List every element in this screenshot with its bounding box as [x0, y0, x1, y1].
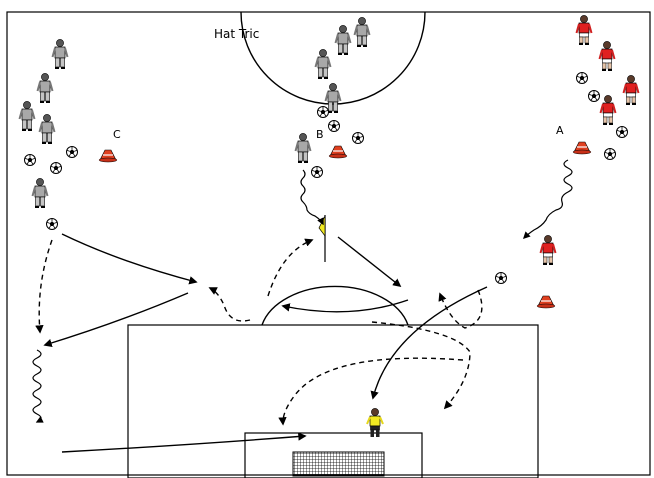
run-arrow	[438, 289, 483, 329]
player-icon	[622, 74, 640, 105]
player-icon	[38, 113, 56, 144]
goal-net-icon	[292, 451, 385, 477]
player-icon	[314, 48, 332, 79]
goal-area	[244, 432, 423, 478]
player-icon	[31, 177, 49, 208]
run-arrow	[371, 321, 471, 410]
goalkeeper	[366, 408, 384, 437]
pass-arrow	[43, 292, 189, 348]
player-icon	[18, 100, 36, 131]
player-icon	[36, 72, 54, 103]
soccer-ball-icon	[495, 272, 507, 284]
player-icon	[599, 94, 617, 125]
penalty-area	[127, 324, 539, 478]
player-icon	[294, 132, 312, 163]
cone-icon	[572, 141, 592, 155]
run-arrow	[267, 238, 314, 297]
station-label-b: B	[316, 128, 324, 141]
soccer-ball-icon	[311, 166, 323, 178]
pass-arrow	[337, 236, 402, 288]
player-icon	[353, 16, 371, 47]
soccer-ball-icon	[46, 218, 58, 230]
soccer-ball-icon	[24, 154, 36, 166]
dribble-line	[522, 159, 573, 240]
player-icon	[334, 24, 352, 55]
run-arrow	[35, 239, 53, 334]
pass-arrow	[61, 233, 198, 285]
player-icon	[51, 38, 69, 69]
pass-arrow	[370, 286, 488, 400]
player-icon	[324, 82, 342, 113]
soccer-ball-icon	[588, 90, 600, 102]
soccer-ball-icon	[50, 162, 62, 174]
dribble-line	[32, 349, 44, 423]
cone-icon	[328, 145, 348, 159]
pitch-boundary	[6, 11, 651, 476]
shot-arrow	[61, 432, 307, 453]
player-icon	[598, 40, 616, 71]
station-label-a: A	[556, 124, 564, 137]
cone-icon	[98, 149, 118, 163]
pass-arrow	[281, 299, 409, 313]
player-icon	[539, 234, 557, 265]
drill-title: Hat Tric	[214, 27, 259, 41]
soccer-ball-icon	[604, 148, 616, 160]
soccer-ball-icon	[616, 126, 628, 138]
run-arrow	[208, 287, 251, 322]
soccer-ball-icon	[576, 72, 588, 84]
penalty-arc	[261, 285, 409, 326]
soccer-ball-icon	[328, 120, 340, 132]
station-label-c: C	[113, 128, 121, 141]
centre-circle	[240, 11, 426, 105]
soccer-ball-icon	[66, 146, 78, 158]
run-arrow	[278, 357, 464, 426]
soccer-ball-icon	[352, 132, 364, 144]
dribble-line	[300, 169, 324, 226]
cone-icon	[536, 295, 556, 309]
soccer-ball-icon	[317, 106, 329, 118]
player-icon	[575, 14, 593, 45]
